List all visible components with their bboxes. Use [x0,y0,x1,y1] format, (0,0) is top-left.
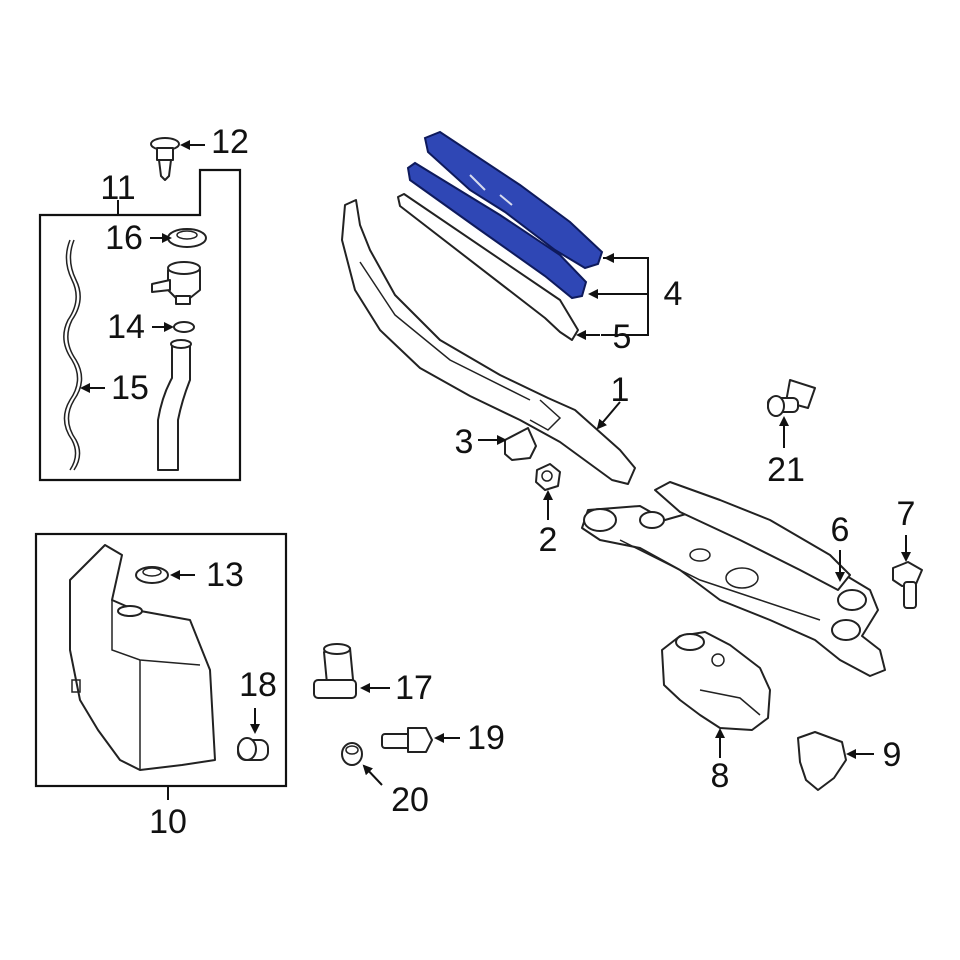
nut-part-2 [535,463,561,491]
cap-part-20 [341,742,363,766]
cap-part-16 [167,228,207,248]
connector-part-21 [767,379,816,417]
linkage-part-6 [581,481,886,677]
reservoir-part-10 [69,544,216,771]
wiper-blade-part-4 [406,130,604,300]
group-box-10 [34,532,288,788]
grommet-part-13 [135,566,169,584]
grommet-part-18 [237,737,269,761]
bracket-part-9 [797,731,847,791]
leader-lines [80,140,911,786]
filler-neck-top [151,261,201,305]
group-box-11 [38,168,242,482]
motor-part-8 [661,631,771,731]
oring-part-14 [173,321,195,333]
refill-part-5 [397,193,579,341]
cover-part-3 [504,427,537,461]
bolt-part-19 [381,727,433,753]
strap-part-15 [63,239,79,471]
pump-part-17 [313,643,357,699]
wiper-arm-part-1 [341,199,636,485]
bolt-part-7 [892,561,923,609]
filler-tube [157,340,191,471]
clip-part-12 [150,137,180,181]
